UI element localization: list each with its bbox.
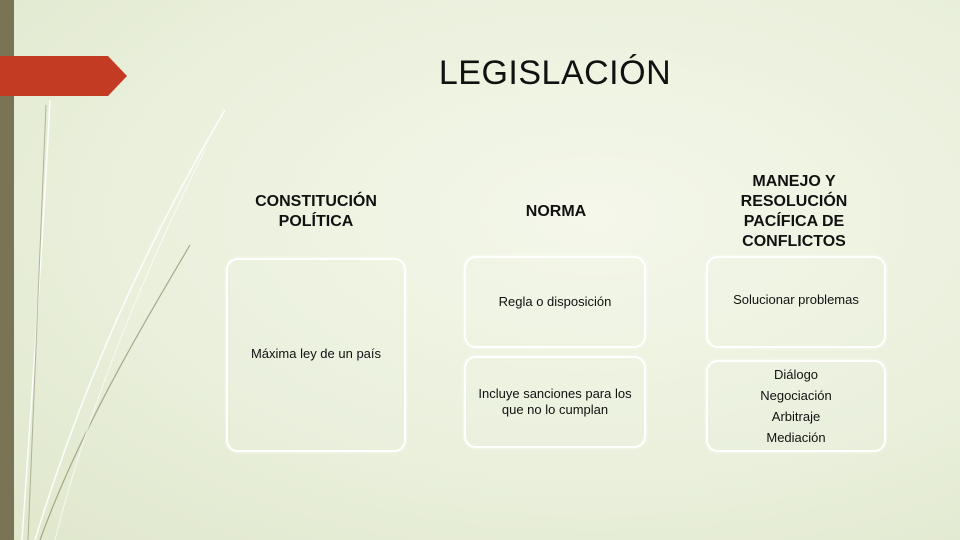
decorative-lines (21, 99, 226, 540)
slide-title: LEGISLACIÓN (438, 54, 672, 92)
heading-manejo: MANEJO Y RESOLUCIÓN PACÍFICA DE CONFLICT… (740, 173, 848, 250)
list-item: Arbitraje (771, 409, 821, 424)
box-metodos (706, 360, 886, 452)
list-item: Mediación (766, 430, 826, 445)
heading-norma: NORMA (525, 203, 587, 220)
box-regla (464, 256, 646, 348)
list-metodos: Diálogo Negociación Arbitraje Mediación (706, 364, 886, 448)
list-item: Diálogo (773, 367, 819, 382)
box-sanciones (464, 356, 646, 448)
box-solucionar (706, 256, 886, 348)
box-constitucion (226, 258, 406, 452)
text-solucionar: Solucionar problemas (733, 292, 859, 307)
list-item: Negociación (760, 388, 832, 403)
text-maxima-ley: Máxima ley de un país (250, 346, 382, 361)
heading-constitucion: CONSTITUCIÓN POLÍTICA (255, 193, 377, 230)
text-sanciones: Incluye sanciones para los que no lo cum… (478, 386, 632, 417)
text-regla: Regla o disposición (498, 294, 612, 309)
title-accent-tab (0, 56, 127, 96)
left-accent-bar (0, 0, 14, 540)
